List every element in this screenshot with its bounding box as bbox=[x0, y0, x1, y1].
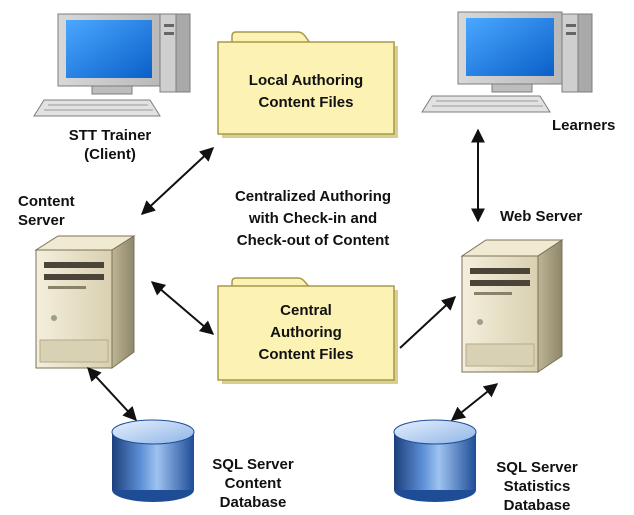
content-server-label: Content Server bbox=[18, 193, 75, 229]
local-files-folder-icon bbox=[217, 31, 398, 138]
content-database-icon bbox=[111, 419, 195, 502]
content-server-icon bbox=[34, 235, 136, 369]
check-in-out-annotation: Centralized Authoring with Check-in and … bbox=[234, 188, 392, 249]
trainer-computer-icon bbox=[33, 13, 191, 117]
arrow-central-files-to-web-server bbox=[399, 296, 457, 349]
arrow-web-server-to-statistics-db bbox=[450, 383, 499, 421]
trainer-client-label: STT Trainer (Client) bbox=[68, 127, 152, 163]
statistics-database-icon bbox=[393, 419, 477, 502]
web-server-label: Web Server bbox=[500, 208, 583, 225]
arrow-local-files-to-content-server bbox=[140, 147, 215, 215]
arrow-content-server-to-content-db bbox=[87, 366, 137, 422]
local-files-label: Local Authoring Content Files bbox=[248, 72, 364, 111]
central-files-label: Central Authoring Content Files bbox=[258, 302, 354, 363]
statistics-database-label: SQL Server Statistics Database bbox=[496, 459, 578, 514]
arrow-content-server-to-central-files bbox=[150, 281, 215, 335]
content-database-label: SQL Server Content Database bbox=[212, 456, 294, 511]
central-files-folder-icon bbox=[217, 277, 398, 384]
web-server-icon bbox=[460, 239, 564, 373]
learners-computer-icon bbox=[421, 11, 593, 113]
learners-label: Learners bbox=[552, 117, 616, 134]
